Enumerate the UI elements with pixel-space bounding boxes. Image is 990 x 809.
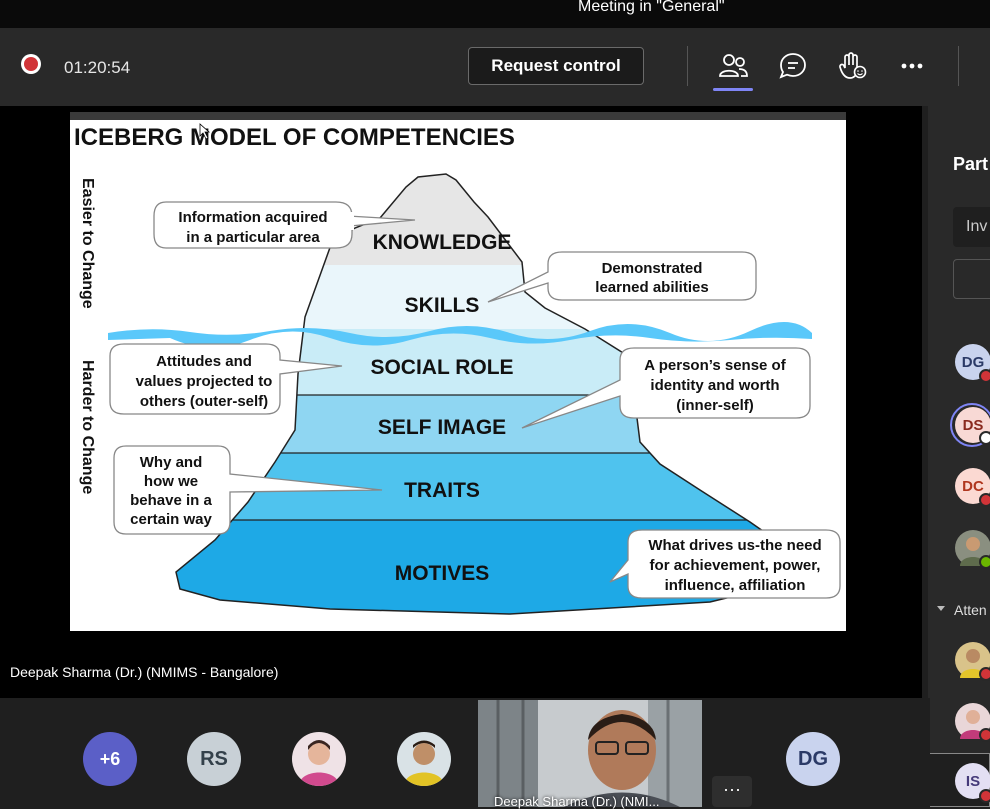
svg-text:for achievement, power,: for achievement, power, <box>650 557 821 574</box>
svg-text:(inner-self): (inner-self) <box>676 397 754 414</box>
participant-avatar-dg[interactable]: DG <box>786 732 840 786</box>
people-active-indicator <box>713 88 753 91</box>
participant-avatar-rs[interactable]: RS <box>187 732 241 786</box>
svg-text:Attitudes and: Attitudes and <box>156 353 252 370</box>
layer-traits: TRAITS <box>404 479 480 502</box>
participant-photo-avatar[interactable] <box>397 732 451 786</box>
more-options-icon[interactable] <box>896 50 928 82</box>
svg-text:values projected to: values projected to <box>136 373 273 390</box>
speaking-ring <box>950 403 990 447</box>
presenter-name-label: Deepak Sharma (Dr.) (NMIMS - Bangalore) <box>10 664 279 680</box>
callout-skills: Demonstrated learned abilities <box>487 251 757 303</box>
meeting-title: Meeting in "General" <box>578 0 725 15</box>
iceberg-diagram: ICEBERG MODEL OF COMPETENCIES Easier to … <box>70 112 846 615</box>
toolbar-divider <box>958 46 959 86</box>
shared-slide: ICEBERG MODEL OF COMPETENCIES Easier to … <box>70 112 846 631</box>
callout-traits: Why and how we behave in a certain way <box>113 445 383 535</box>
participants-panel-title: Part <box>953 154 989 174</box>
svg-text:certain way: certain way <box>130 511 212 528</box>
svg-text:A person’s sense of: A person’s sense of <box>644 357 786 374</box>
share-invite-button[interactable] <box>953 259 990 299</box>
layer-self-image: SELF IMAGE <box>378 416 506 439</box>
callout-social-role: Attitudes and values projected to others… <box>109 343 343 415</box>
busy-status-icon <box>979 369 990 383</box>
participant-avatar-dg[interactable]: DG <box>955 344 990 380</box>
layer-skills: SKILLS <box>405 294 480 317</box>
busy-status-icon <box>979 667 990 681</box>
callout-motives: What drives us-the need for achievement,… <box>609 529 841 599</box>
layer-motives: MOTIVES <box>395 562 490 585</box>
participant-avatar-dc[interactable]: DC <box>955 468 990 504</box>
participant-photo-avatar[interactable] <box>955 530 990 566</box>
meeting-timer: 01:20:54 <box>64 58 131 77</box>
available-status-icon <box>979 555 990 569</box>
water-line <box>108 321 812 348</box>
svg-text:learned abilities: learned abilities <box>595 279 708 296</box>
svg-text:Information acquired: Information acquired <box>178 209 327 226</box>
video-participant-name: Deepak Sharma (Dr.) (NMI... <box>494 794 660 809</box>
svg-text:Why and: Why and <box>140 454 203 471</box>
title-bar <box>0 0 990 28</box>
invite-field[interactable] <box>953 207 990 247</box>
svg-text:how we: how we <box>144 473 198 490</box>
svg-text:influence, affiliation: influence, affiliation <box>665 577 806 594</box>
layer-knowledge: KNOWLEDGE <box>373 231 512 254</box>
svg-text:in a particular area: in a particular area <box>186 229 320 246</box>
presenter-video-tile[interactable] <box>478 700 702 807</box>
svg-text:identity and worth: identity and worth <box>650 377 779 394</box>
svg-text:behave in a: behave in a <box>130 492 212 509</box>
svg-text:others (outer-self): others (outer-self) <box>140 393 268 410</box>
svg-text:Demonstrated: Demonstrated <box>602 260 703 277</box>
video-more-options-button[interactable]: ··· <box>712 776 752 807</box>
mouse-cursor-icon <box>199 123 211 140</box>
harder-to-change-label: Harder to Change <box>79 360 96 494</box>
busy-status-icon <box>979 728 990 742</box>
easier-to-change-label: Easier to Change <box>79 178 96 309</box>
person-photo-icon <box>299 740 339 786</box>
presenter-video-feed <box>478 700 702 807</box>
collapse-attendees-icon[interactable] <box>937 606 945 611</box>
attendees-section-label[interactable]: Atten <box>954 602 987 618</box>
svg-text:What drives us-the need: What drives us-the need <box>648 537 821 554</box>
person-photo-icon <box>404 740 444 786</box>
toolbar-divider <box>687 46 688 86</box>
request-control-button[interactable]: Request control <box>468 47 644 85</box>
layer-social-role: SOCIAL ROLE <box>370 356 513 379</box>
participant-strip <box>0 698 930 807</box>
chat-icon[interactable] <box>777 50 809 82</box>
more-participants-button[interactable]: +6 <box>83 732 137 786</box>
participant-photo-avatar[interactable] <box>292 732 346 786</box>
recording-indicator-icon <box>24 57 38 71</box>
slide-title: ICEBERG MODEL OF COMPETENCIES <box>74 124 515 151</box>
invite-field-label: Inv <box>966 218 988 235</box>
raise-hand-icon[interactable] <box>836 50 868 82</box>
presenter-status-icon <box>979 431 990 445</box>
callout-knowledge: Information acquired in a particular are… <box>153 201 416 249</box>
people-icon[interactable] <box>717 50 749 82</box>
busy-status-icon <box>979 493 990 507</box>
callout-self-image: A person’s sense of identity and worth (… <box>521 347 811 429</box>
busy-status-icon <box>979 789 990 803</box>
